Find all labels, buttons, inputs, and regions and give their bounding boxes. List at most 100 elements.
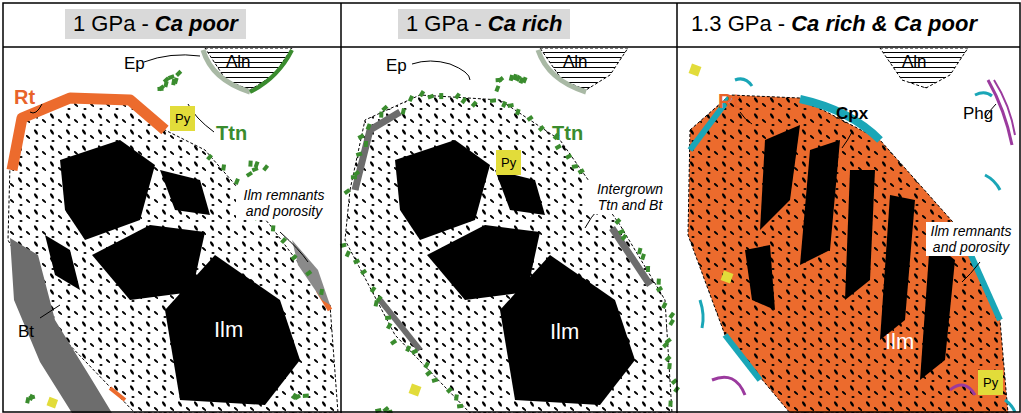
composition-label: Ca rich [488, 11, 563, 36]
titanite-grain [572, 164, 579, 169]
titanite-grain [667, 363, 672, 369]
titanite-grain [501, 101, 507, 108]
titanite-grain [664, 355, 671, 362]
mineral-label: Phg [963, 104, 993, 123]
titanite-grain [555, 144, 562, 150]
titanite-grain [345, 250, 351, 257]
titanite-grain [656, 286, 663, 293]
titanite-grain [370, 286, 377, 293]
titanite-grain [374, 300, 379, 307]
titanite-grain [254, 161, 260, 168]
titanite-grain [248, 160, 252, 166]
titanite-grain [221, 164, 226, 170]
titanite-grain [157, 87, 163, 91]
mineral-label: Py [496, 150, 521, 175]
titanite-grain [408, 95, 414, 102]
pressure-label: 1.3 GPa - [691, 11, 785, 36]
composition-label: Ca rich & Ca poor [791, 11, 977, 36]
titanite-grain [618, 229, 625, 235]
titanite-grain [454, 92, 461, 99]
titanite-grain [640, 253, 646, 260]
pressure-label: 1 GPa - [406, 11, 482, 36]
titanite-grain [246, 171, 253, 178]
titanite-grain [168, 74, 175, 80]
mineral-label: Rt [718, 92, 739, 111]
mineral-label: Aln [226, 52, 251, 71]
titanite-grain [25, 397, 30, 404]
titanite-grain [620, 234, 627, 241]
titanite-grain [294, 394, 301, 400]
mineral-label: Ttn [552, 124, 583, 143]
titanite-grain [471, 101, 478, 108]
titanite-grain [353, 258, 360, 264]
titanite-grain [515, 109, 521, 116]
titanite-grain [353, 170, 360, 177]
titanite-grain [454, 394, 459, 400]
titanite-grain [379, 112, 383, 118]
titanite-grain [507, 103, 514, 108]
panel-header: 1 GPa -Ca rich [398, 9, 570, 39]
titanite-grain [175, 70, 182, 77]
titanite-grain [381, 105, 388, 112]
titanite-grain [206, 154, 213, 161]
panel-ca-rich [345, 48, 672, 413]
composition-label: Ca poor [155, 11, 238, 36]
titanite-grain [657, 279, 661, 285]
titanite-grain [497, 76, 504, 83]
titanite-grain [538, 125, 545, 132]
titanite-grain [637, 248, 642, 255]
titanite-grain [262, 164, 269, 171]
titanite-grain [668, 400, 672, 406]
mineral-label: Cpx [836, 104, 868, 123]
mineral-label: Rt [14, 88, 35, 107]
titanite-grain [405, 345, 411, 352]
titanite-grain [439, 93, 443, 99]
mineral-label: Ttn [216, 124, 247, 143]
panel-header: 1 GPa -Ca poor [65, 9, 246, 39]
panel-ca-poor [8, 48, 338, 413]
titanite-grain [427, 94, 434, 100]
mineral-label: Ilm [550, 320, 579, 344]
mineral-label: Ep [124, 54, 145, 73]
titanite-grain [401, 108, 406, 115]
titanite-grain [163, 81, 168, 88]
titanite-grain [565, 153, 572, 159]
titanite-grain [386, 322, 392, 329]
titanite-grain [490, 98, 496, 103]
titanite-grain [291, 254, 298, 261]
panel-header: 1.3 GPa -Ca rich & Ca poor [683, 9, 985, 39]
mineral-label: Aln [563, 52, 588, 71]
titanite-grain [494, 85, 500, 92]
note: Ilm remnants and porosity [926, 222, 1016, 256]
titanite-grain [385, 316, 391, 320]
note: Ilm remnants and porosity [236, 186, 332, 220]
mineral-label: Ilm [885, 330, 914, 354]
titanite-grain [446, 387, 453, 394]
titanite-grain [419, 90, 426, 97]
titanite-grain [668, 312, 675, 319]
titanite-grain [661, 302, 667, 309]
titanite-grain [280, 237, 287, 244]
note: Intergrown Ttn and Bt [586, 180, 674, 214]
pressure-label: 1 GPa - [73, 11, 149, 36]
titanite-grain [662, 341, 669, 348]
mineral-label: Aln [902, 52, 927, 71]
titanite-grain [457, 404, 463, 409]
titanite-grain [173, 77, 178, 84]
mineral-label: Ep [386, 56, 407, 75]
mineral-label: Py [978, 370, 1003, 395]
mineral-label: Py [170, 106, 195, 131]
titanite-grain [578, 168, 585, 174]
titanite-grain [423, 361, 429, 368]
panel-1-3-gpa [688, 48, 1015, 413]
titanite-grain [360, 269, 367, 276]
titanite-grain [305, 270, 312, 277]
titanite-grain [271, 225, 276, 231]
titanite-grain [668, 319, 675, 326]
titanite-grain [519, 77, 525, 84]
titanite-grain [303, 394, 309, 398]
titanite-grain [366, 123, 372, 130]
titanite-grain [509, 75, 514, 82]
